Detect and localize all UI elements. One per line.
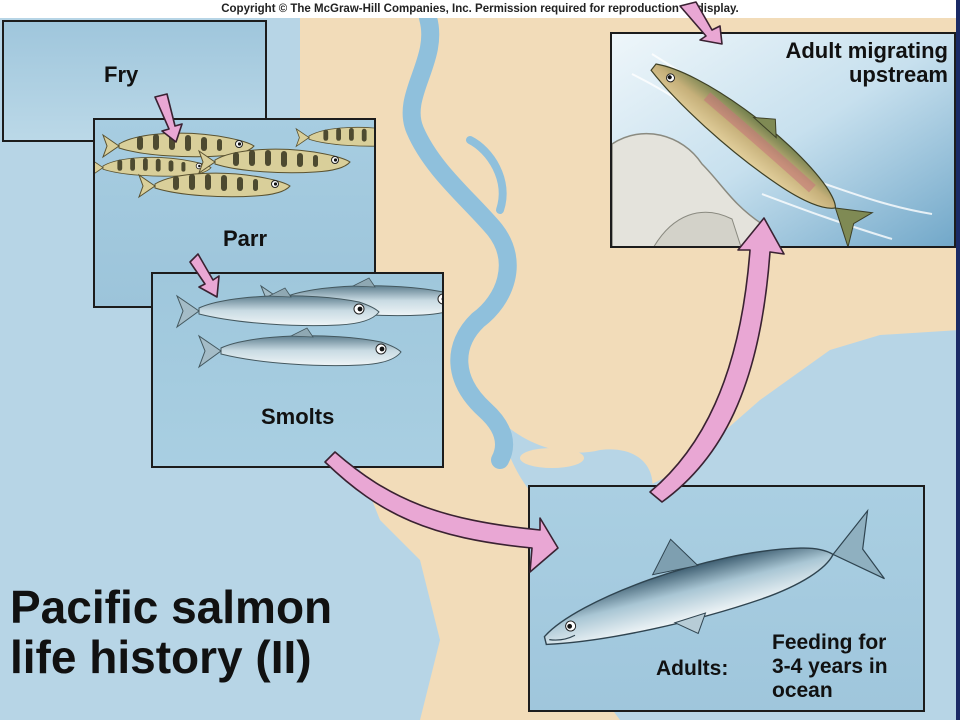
page-title: Pacific salmon life history (II) xyxy=(10,582,332,682)
island xyxy=(520,353,540,397)
adults-panel-art xyxy=(530,487,923,710)
smolts-panel: Smolts xyxy=(151,272,444,468)
slide-edge-bar xyxy=(956,0,960,720)
smolts-label: Smolts xyxy=(261,404,335,429)
adults-label: Adults: xyxy=(656,657,729,680)
title-line1: Pacific salmon xyxy=(10,581,333,633)
parr-label: Parr xyxy=(223,226,268,251)
smolts-panel-art xyxy=(153,274,442,466)
feeding-label-line1: Feeding for xyxy=(772,631,887,654)
adults-panel: Adults: Feeding for 3-4 years in ocean xyxy=(528,485,925,712)
feeding-label-line2: 3-4 years in xyxy=(772,655,888,678)
copyright-notice: Copyright © The McGraw-Hill Companies, I… xyxy=(0,0,960,18)
feeding-label-line3: ocean xyxy=(772,679,833,702)
title-line2: life history (II) xyxy=(10,631,312,683)
migrating-label-line2: upstream xyxy=(848,62,948,87)
fry-label: Fry xyxy=(104,62,139,87)
migrating-label-line1: Adult migrating xyxy=(785,38,948,63)
river-branch xyxy=(466,136,507,214)
island xyxy=(520,448,584,468)
river xyxy=(402,9,517,469)
migrating-panel: Adult migrating upstream xyxy=(610,32,956,248)
